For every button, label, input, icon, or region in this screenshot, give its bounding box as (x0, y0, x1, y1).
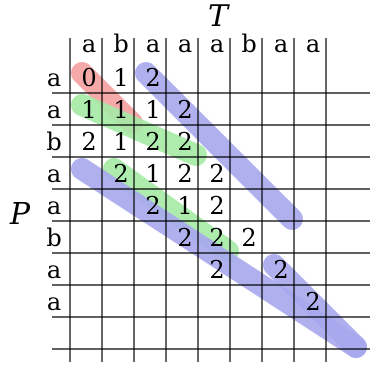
cell-value-r3-c2: 1 (145, 160, 160, 188)
pattern-char-4: a (47, 192, 61, 220)
text-char-2: a (146, 30, 160, 58)
cell-value-r1-c3: 2 (177, 96, 192, 124)
pattern-char-7: a (47, 288, 61, 316)
text-char-5: b (241, 30, 256, 58)
cell-value-r1-c1: 1 (113, 96, 128, 124)
cell-value-r5-c4: 2 (209, 224, 224, 252)
pattern-char-2: b (46, 128, 61, 156)
text-char-4: a (210, 30, 224, 58)
band-blue-3 (263, 254, 367, 358)
text-char-3: a (178, 30, 192, 58)
cell-value-r2-c0: 2 (81, 128, 96, 156)
band-green-2 (103, 158, 239, 262)
text-char-0: a (82, 30, 96, 58)
cell-value-r4-c2: 2 (145, 192, 160, 220)
cell-value-r2-c2: 2 (145, 128, 160, 156)
pattern-char-3: a (47, 160, 61, 188)
cell-value-r5-c5: 2 (241, 224, 256, 252)
cell-value-r0-c0: 0 (81, 64, 96, 92)
cell-value-r1-c0: 1 (81, 96, 96, 124)
pattern-char-5: b (46, 224, 61, 252)
text-char-6: a (274, 30, 288, 58)
cell-value-r6-c4: 2 (209, 256, 224, 284)
cell-value-r2-c1: 1 (113, 128, 128, 156)
cell-value-r0-c2: 2 (145, 64, 160, 92)
grid-lines (52, 38, 370, 362)
text-label-T: T (208, 0, 230, 34)
pattern-char-6: a (47, 256, 61, 284)
pattern-char-1: a (47, 96, 61, 124)
cell-value-r6-c6: 2 (273, 256, 288, 284)
cell-value-r3-c1: 2 (113, 160, 128, 188)
cell-value-r2-c3: 2 (177, 128, 192, 156)
pattern-char-0: a (47, 64, 61, 92)
cell-value-r7-c7: 2 (305, 288, 320, 316)
pattern-label-P: P (9, 197, 31, 232)
text-char-7: a (306, 30, 320, 58)
text-char-1: b (113, 30, 128, 58)
diagonal-bands (71, 62, 367, 358)
cell-value-r3-c3: 2 (177, 160, 192, 188)
cell-value-r1-c2: 1 (145, 96, 160, 124)
cell-value-r4-c4: 2 (209, 192, 224, 220)
cell-value-r4-c3: 1 (177, 192, 192, 220)
cell-value-r5-c3: 2 (177, 224, 192, 252)
band-green-1 (71, 94, 207, 166)
band-blue-1 (135, 62, 303, 230)
cell-value-r3-c4: 2 (209, 160, 224, 188)
cell-value-r0-c1: 1 (113, 64, 128, 92)
